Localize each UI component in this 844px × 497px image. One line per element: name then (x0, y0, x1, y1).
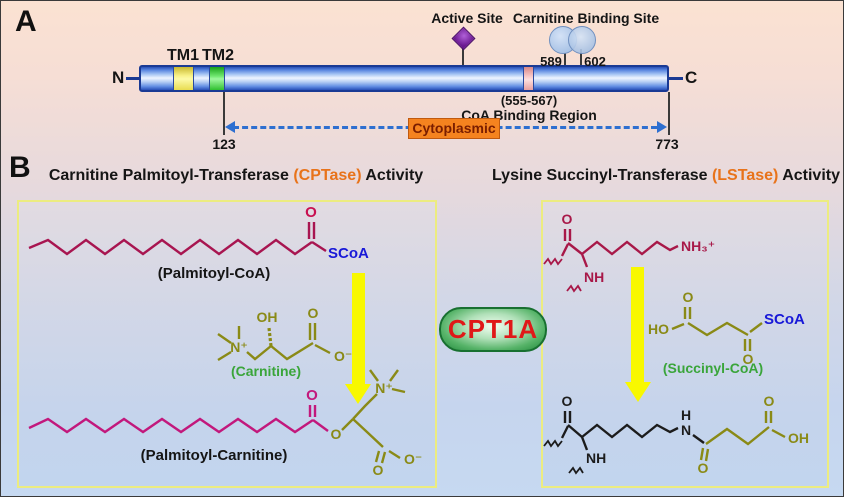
o-atom: O (308, 305, 319, 321)
lstase-title: Lysine Succinyl-Transferase (LSTase) Act… (492, 167, 840, 185)
n-plus-atom: N⁺ (230, 339, 248, 355)
o-atom: O (764, 393, 775, 409)
succinyl-coa-label: (Succinyl-CoA) (662, 360, 764, 376)
carnitine-label: (Carnitine) (231, 363, 301, 379)
oh-group: OH (257, 309, 278, 325)
carnitine-site-circle-icon (568, 26, 596, 54)
residue-602-label: 602 (584, 54, 606, 69)
tm1-domain-band (173, 67, 194, 90)
tm1-label: TM1 (167, 47, 199, 64)
o-atom: O (698, 460, 709, 476)
cptase-title-accent: (CPTase) (293, 167, 362, 184)
cptase-title: Carnitine Palmitoyl-Transferase (CPTase)… (49, 167, 423, 185)
coa-binding-range-label: (555-567) (500, 93, 558, 108)
active-site-label: Active Site (431, 10, 503, 26)
n-terminus-label: N (112, 68, 125, 87)
right-arrowhead-icon (657, 121, 667, 133)
o-atom: O (562, 211, 573, 227)
carnitine-structure: N⁺ OH O O⁻ (217, 305, 352, 364)
palmitoyl-carnitine-label: (Palmitoyl-Carnitine) (140, 447, 288, 464)
residue-123-dropline (223, 92, 225, 135)
panel-b-label: B (9, 151, 31, 184)
lstase-title-prefix: Lysine Succinyl-Transferase (492, 167, 712, 184)
ester-o-atom: O (331, 426, 342, 442)
lstase-title-accent: (LSTase) (711, 167, 779, 184)
succinyl-coa-structure: O HO O SCoA (648, 289, 805, 367)
nh-group: NH (586, 450, 606, 466)
o-atom: O (305, 204, 317, 221)
carnitine-binding-site-label: Carnitine Binding Site (512, 10, 660, 26)
tm2-label: TM2 (202, 47, 234, 64)
panel-a-label: A (15, 5, 37, 38)
cptase-arrow-shaft (352, 273, 365, 385)
succinyl-moiety: O O OH (698, 393, 809, 476)
o-atom: O (683, 289, 694, 305)
lstase-title-suffix: Activity (778, 167, 840, 184)
o-minus-atom: O⁻ (334, 348, 352, 364)
residue-123-label: 123 (212, 136, 236, 152)
ho-group: HO (648, 321, 669, 337)
lysine-residue-structure: O NH NH₃⁺ (543, 211, 715, 293)
n-plus-atom: N⁺ (375, 380, 393, 396)
nh3-plus-group: NH₃⁺ (681, 238, 715, 254)
oh-group: OH (788, 430, 809, 446)
scoa-group: SCoA (764, 311, 805, 328)
left-arrowhead-icon (225, 121, 235, 133)
palmitoyl-coa-structure: O SCoA (28, 204, 369, 262)
protein-bar (139, 65, 669, 92)
carnitine-site-stick-589 (564, 49, 566, 65)
palmitoyl-coa-label: (Palmitoyl-CoA) (157, 265, 271, 282)
o-atom: O (306, 387, 318, 404)
cptase-title-suffix: Activity (361, 167, 424, 184)
o-atom: O (373, 462, 384, 478)
n-atom: N (681, 422, 691, 438)
h-atom: H (681, 407, 691, 423)
residue-589-label: 589 (540, 54, 562, 69)
cptase-arrow-head-icon (345, 384, 371, 404)
o-atom: O (743, 351, 754, 367)
c-terminus-connector (669, 77, 683, 80)
c-terminus-label: C (685, 68, 698, 87)
residue-773-dropline (668, 92, 670, 135)
o-minus-atom: O⁻ (404, 451, 422, 467)
cytoplasmic-badge: Cytoplasmic (408, 118, 500, 139)
carnitine-site-stick-602 (580, 49, 582, 65)
active-site-stick (462, 45, 464, 65)
coa-binding-band (523, 67, 534, 90)
scoa-group: SCoA (328, 245, 369, 262)
o-atom: O (562, 393, 573, 409)
cptase-title-prefix: Carnitine Palmitoyl-Transferase (48, 167, 294, 184)
lstase-arrow-head-icon (625, 382, 651, 402)
palmitoyl-carnitine-structure: O O N⁺ O O⁻ (28, 369, 422, 478)
succinyl-lysine-structure: O NH H N O O OH (543, 393, 809, 476)
n-terminus-connector (126, 77, 139, 80)
lstase-arrow-shaft (631, 267, 644, 383)
cpt1a-enzyme-badge: CPT1A (439, 307, 547, 352)
tm2-domain-band (209, 67, 225, 90)
residue-773-label: 773 (655, 136, 679, 152)
nh-group: NH (584, 269, 604, 285)
